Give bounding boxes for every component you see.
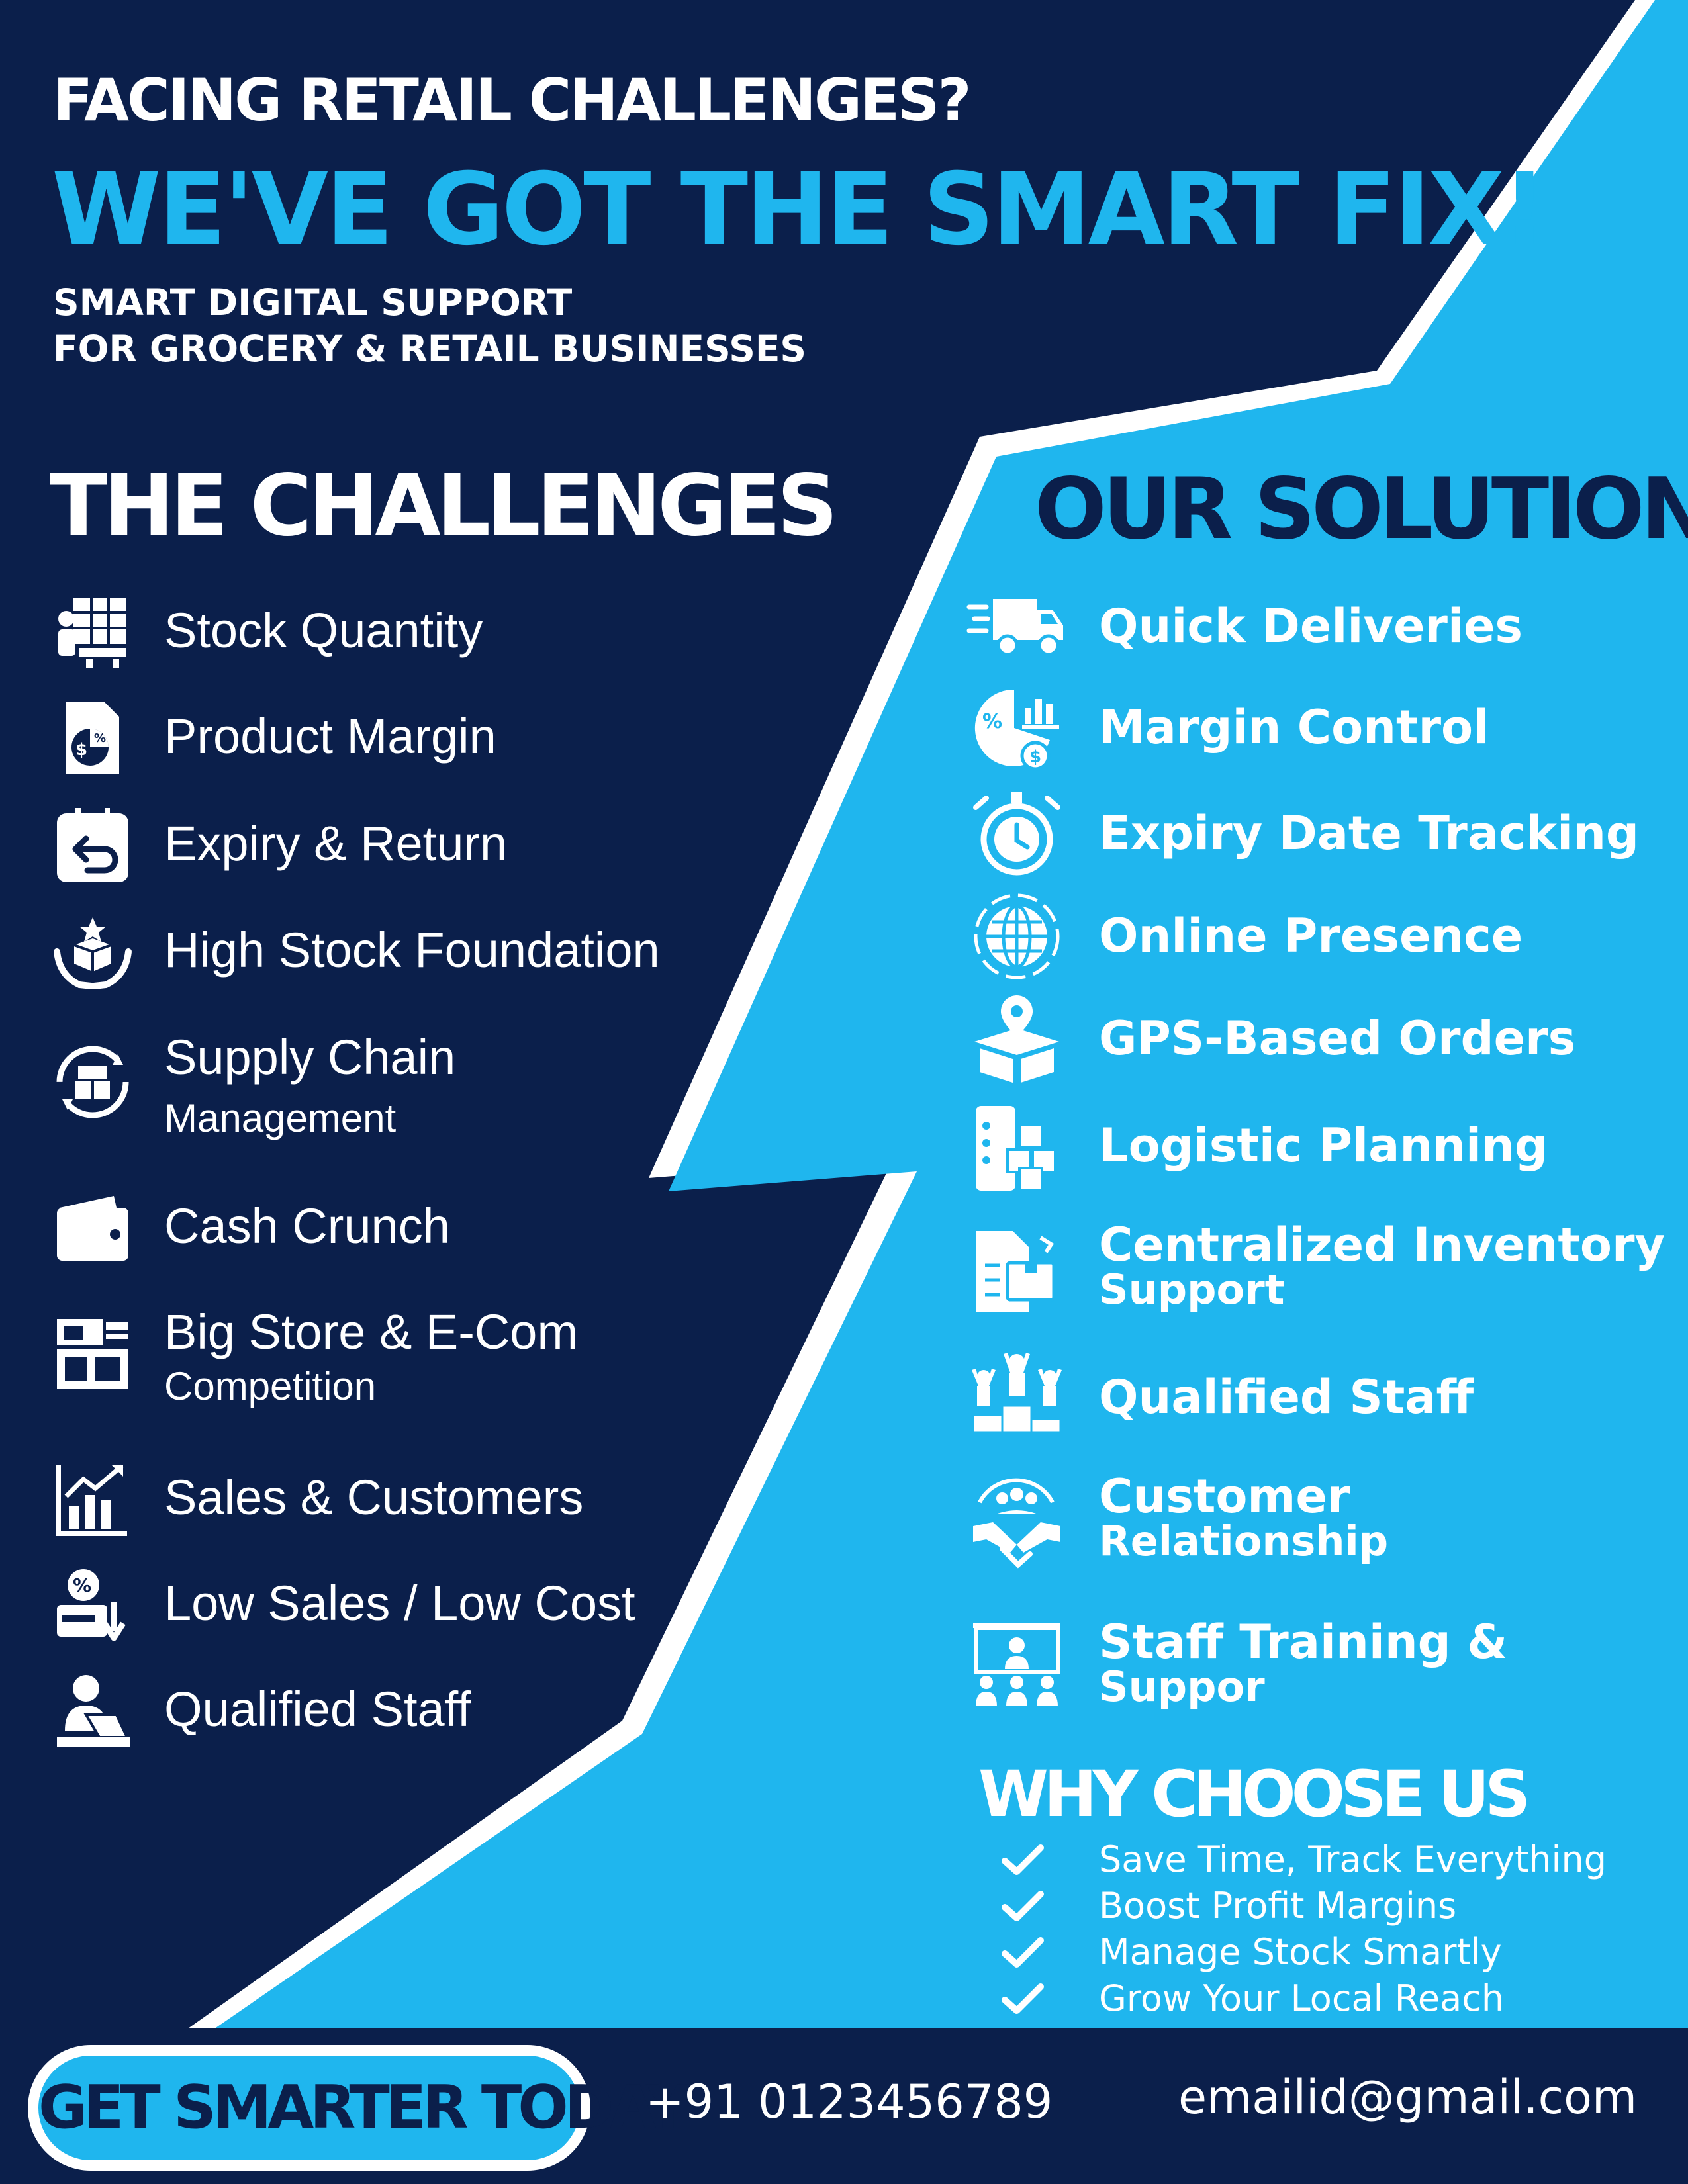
challenge-label: Big Store & E-Com <box>164 1304 579 1359</box>
solution-item: Qualified Staff <box>966 1350 1662 1443</box>
challenge-label: Expiry & Return <box>164 816 508 871</box>
challenge-label: Product Margin <box>164 709 496 764</box>
handshake-icon <box>973 1478 1060 1569</box>
stopwatch-icon <box>973 792 1060 876</box>
phone-number[interactable]: +91 0123456789 <box>645 2075 1053 2129</box>
why-item-text: Save Time, Track Everything <box>1099 1839 1607 1880</box>
discount-down-icon: % <box>57 1569 126 1641</box>
challenge-label: Qualified Staff <box>164 1682 471 1737</box>
challenge-item: Supply Chain Management <box>53 1023 748 1155</box>
gps-box-icon <box>974 995 1059 1083</box>
solution-item: Logistic Planning <box>966 1102 1662 1195</box>
solution-item: Customer Relationship <box>966 1469 1662 1582</box>
solution-item: % $ Margin Control <box>966 682 1662 774</box>
header-subline-2: FOR GROCERY & RETAIL BUSINESSES <box>53 328 807 370</box>
why-item: Manage Stock Smartly <box>1000 1931 1681 1975</box>
solution-sublabel: Suppor <box>1099 1662 1265 1711</box>
solution-label: Online Presence <box>1099 909 1523 963</box>
svg-text:%: % <box>73 1574 91 1596</box>
inventory-doc-icon <box>976 1231 1056 1312</box>
svg-text:$: $ <box>75 740 87 760</box>
lightning-blue-panel <box>205 0 1688 2035</box>
store-icon <box>57 1319 128 1389</box>
solution-sublabel: Relationship <box>1099 1517 1389 1565</box>
logistics-boxes-icon <box>976 1106 1056 1192</box>
solution-label: Margin Control <box>1099 700 1489 754</box>
solution-sublabel: Support <box>1099 1265 1285 1314</box>
hands-box-icon <box>54 917 132 989</box>
solution-label: Centralized Inventory <box>1099 1218 1665 1272</box>
solution-label: Quick Deliveries <box>1099 599 1523 653</box>
margin-pie-icon: % $ <box>974 689 1059 771</box>
check-icon <box>1002 1844 1044 1875</box>
solution-label: Expiry Date Tracking <box>1099 806 1640 860</box>
delivery-truck-icon <box>966 599 1063 657</box>
challenge-item: % Low Sales / Low Cost <box>53 1562 748 1648</box>
globe-icon <box>974 893 1060 979</box>
solution-label: Logistic Planning <box>1099 1118 1548 1173</box>
challenge-item: Cash Crunch <box>53 1185 748 1271</box>
solution-label: Staff Training & <box>1099 1615 1508 1669</box>
solution-item: Quick Deliveries <box>966 579 1662 672</box>
svg-text:%: % <box>94 731 106 745</box>
why-choose-us-title: WHY CHOOSE US <box>978 1757 1530 1831</box>
solution-item: Expiry Date Tracking <box>966 788 1662 880</box>
check-icon <box>1002 1937 1044 1968</box>
why-item: Save Time, Track Everything <box>1000 1839 1681 1882</box>
return-bag-icon <box>57 808 128 882</box>
wallet-icon <box>57 1196 128 1261</box>
cta-button[interactable] <box>38 2056 580 2160</box>
challenge-label: High Stock Foundation <box>164 923 660 978</box>
challenge-sublabel: Management <box>164 1096 397 1140</box>
solution-item: Online Presence <box>966 890 1662 983</box>
challenge-item: Stock Quantity <box>53 589 748 675</box>
supply-cycle-icon <box>56 1046 129 1118</box>
cta-label[interactable]: GET SMARTER TODAY <box>38 2073 690 2142</box>
svg-text:$: $ <box>1029 747 1041 767</box>
header-question: FACING RETAIL CHALLENGES? <box>53 66 972 134</box>
header-headline: WE'VE GOT THE SMART FIX! <box>52 152 1547 267</box>
solution-item: Centralized Inventory Support <box>966 1218 1665 1324</box>
challenge-item: Qualified Staff <box>53 1668 748 1754</box>
check-icon <box>1002 1891 1044 1921</box>
solution-label: Customer <box>1099 1469 1350 1524</box>
solutions-title: OUR SOLUTIONS <box>1035 460 1688 559</box>
challenge-label: Cash Crunch <box>164 1199 450 1253</box>
challenge-item: Expiry & Return <box>53 802 748 888</box>
header-subline-1: SMART DIGITAL SUPPORT <box>53 281 573 324</box>
check-icon <box>1002 1983 1044 2014</box>
challenge-label: Sales & Customers <box>164 1470 584 1525</box>
challenge-item: Big Store & E-Com Competition <box>53 1300 748 1433</box>
team-podium-icon <box>972 1353 1062 1433</box>
staff-laptop-icon <box>57 1675 130 1747</box>
why-item-text: Boost Profit Margins <box>1099 1885 1457 1927</box>
challenge-sublabel: Competition <box>164 1364 377 1408</box>
challenge-label: Low Sales / Low Cost <box>164 1576 635 1631</box>
why-item-text: Manage Stock Smartly <box>1099 1931 1502 1973</box>
sales-chart-icon <box>56 1464 127 1536</box>
why-item-text: Grow Your Local Reach <box>1099 1978 1505 2019</box>
training-board-icon <box>973 1623 1060 1706</box>
solution-item: GPS-Based Orders <box>966 993 1662 1085</box>
solution-item: Staff Training & Suppor <box>966 1615 1662 1727</box>
challenge-item: High Stock Foundation <box>53 909 748 995</box>
challenge-item: Sales & Customers <box>53 1456 748 1542</box>
inventory-worker-icon <box>58 598 126 668</box>
challenge-label: Stock Quantity <box>164 603 483 658</box>
email-address[interactable]: emailid@gmail.com <box>1178 2070 1638 2124</box>
solution-label: Qualified Staff <box>1099 1370 1474 1424</box>
challenge-label: Supply Chain <box>164 1030 456 1085</box>
challenges-title: THE CHALLENGES <box>50 457 838 555</box>
challenge-item: $ % Product Margin <box>53 695 748 781</box>
why-item: Boost Profit Margins <box>1000 1885 1681 1929</box>
why-item: Grow Your Local Reach <box>1000 1978 1681 2021</box>
solution-label: GPS-Based Orders <box>1099 1011 1576 1066</box>
svg-text:%: % <box>982 710 1002 733</box>
margin-document-icon: $ % <box>66 702 119 774</box>
